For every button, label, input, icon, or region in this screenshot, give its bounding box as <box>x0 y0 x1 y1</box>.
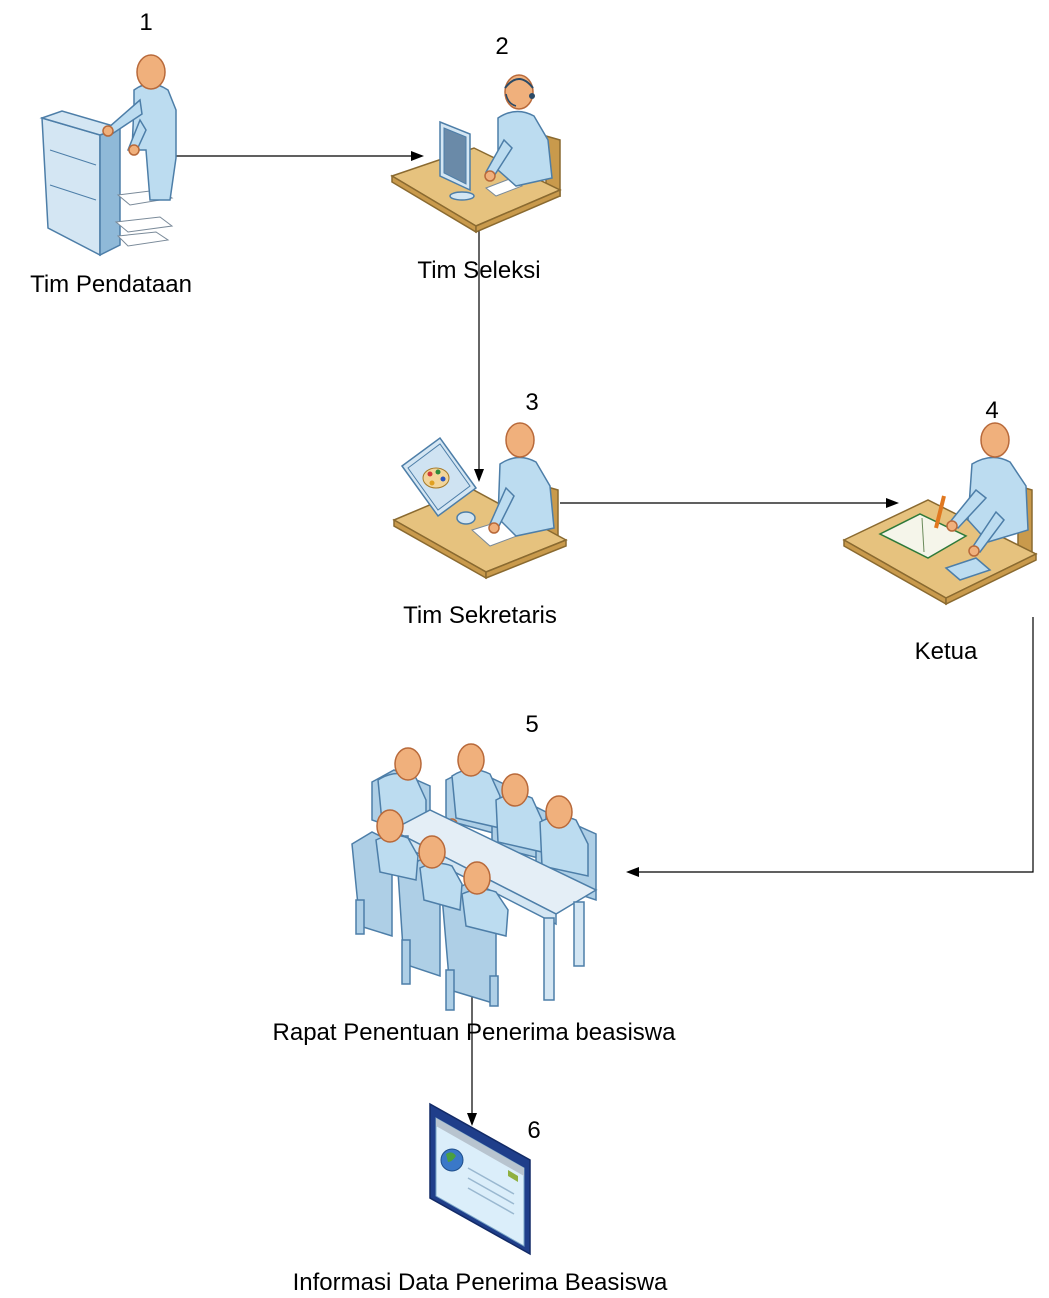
node-tim-seleksi: 2 Tim Seleksi <box>390 33 562 284</box>
node-number: 2 <box>495 33 508 60</box>
node-label: Tim Sekretaris <box>403 602 557 629</box>
connector-3-4 <box>560 498 899 508</box>
copier-operator-icon <box>39 54 177 257</box>
node-label: Tim Pendataan <box>30 271 192 298</box>
person-writing-at-desk-icon <box>842 422 1038 606</box>
connector-5-6 <box>467 975 477 1126</box>
node-tim-pendataan: 1 Tim Pendataan <box>30 9 192 298</box>
node-informasi-data: 6 Informasi Data Penerima Beasiswa <box>293 1102 668 1296</box>
node-number: 6 <box>527 1117 540 1144</box>
node-ketua: 4 Ketua <box>842 397 1038 665</box>
node-label: Ketua <box>915 638 978 665</box>
node-tim-sekretaris: 3 Tim Sekretaris <box>392 389 568 629</box>
node-label: Rapat Penentuan Penerima beasiswa <box>273 1019 677 1046</box>
node-label: Informasi Data Penerima Beasiswa <box>293 1269 668 1296</box>
node-number: 5 <box>525 711 538 738</box>
connector-4-5 <box>626 617 1034 877</box>
node-label: Tim Seleksi <box>417 257 540 284</box>
meeting-table-icon <box>351 743 598 1011</box>
web-page-icon <box>429 1102 531 1256</box>
designer-at-computer-icon <box>392 422 568 580</box>
node-number: 4 <box>985 397 998 424</box>
connector-1-2 <box>172 151 424 161</box>
helpdesk-operator-icon <box>390 74 562 234</box>
node-number: 1 <box>139 9 152 36</box>
node-rapat-penentuan: 5 Rapat Penentuan Penerima beasiswa <box>273 711 677 1046</box>
connector-2-3 <box>474 228 484 482</box>
node-number: 3 <box>525 389 538 416</box>
